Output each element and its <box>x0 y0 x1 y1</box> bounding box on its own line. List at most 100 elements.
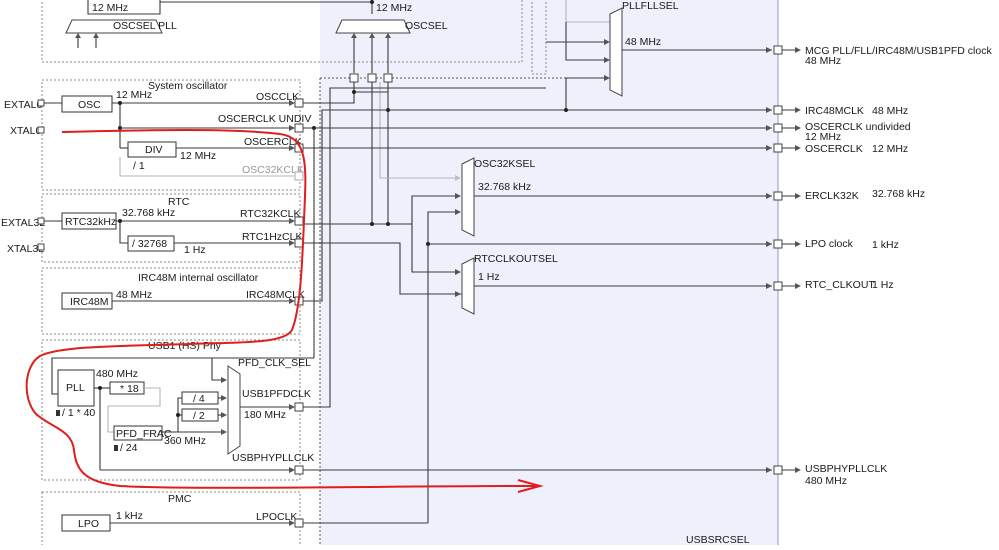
arrow <box>795 241 801 247</box>
arrow <box>795 107 801 113</box>
out-erclk32k-freq: 32.768 kHz <box>872 188 925 200</box>
arrow <box>289 298 295 304</box>
arrow <box>795 283 801 289</box>
rtc32k-block-label: RTC32kHz <box>65 216 116 228</box>
red-annotation-path <box>25 129 541 489</box>
div-block <box>127 141 177 158</box>
sel-box-2 <box>367 73 377 83</box>
arrow <box>766 145 772 151</box>
arrow <box>766 193 772 199</box>
out-usbphypllclk-freq: 480 MHz <box>805 475 847 487</box>
mul18-label: * 18 <box>120 383 139 395</box>
irc48m-title: IRC48M internal oscillator <box>138 272 259 284</box>
usb-phy-title: USB1 (HS) Phy <box>148 340 222 352</box>
pfd-clk-sel-label: PFD_CLK_SEL <box>238 357 311 369</box>
mcg-output-pin <box>773 45 783 55</box>
top-12mhz-right: 12 MHz <box>376 2 412 14</box>
pllfll-in-b <box>565 22 608 61</box>
arrow <box>455 291 461 297</box>
osc32kclk-wire <box>119 157 294 177</box>
usb-oscclk-feed <box>51 357 314 395</box>
div-freq: 12 MHz <box>180 150 216 162</box>
arrow <box>289 467 295 473</box>
arrow <box>93 33 99 38</box>
arrow <box>766 47 772 53</box>
usbsrcsel-label: USBSRCSEL <box>686 534 750 545</box>
div2-label: / 2 <box>193 410 205 422</box>
irc48mclk-label: IRC48MCLK <box>246 289 305 301</box>
junction <box>176 413 180 417</box>
irc48m-freq: 48 MHz <box>116 289 152 301</box>
rtc-title: RTC <box>168 196 190 208</box>
oscsel-mux <box>335 19 411 34</box>
pfd-clk-sel-mux <box>227 365 241 455</box>
pll-div: / 1 * 40 <box>62 407 95 419</box>
oscerclk-undiv-label: OSCERCLK UNDIV <box>218 113 311 125</box>
out-usbphypllclk-pin <box>773 465 783 475</box>
mul18-out <box>107 387 161 433</box>
junction <box>386 222 390 226</box>
out-mcg-label: MCG PLL/FLL/IRC48M/USB1PFD clock <box>805 45 992 57</box>
pfd-frac-label: PFD_FRAC <box>116 428 172 440</box>
pllfllsel-freq: 48 MHz <box>625 36 661 48</box>
arrow <box>289 218 295 224</box>
usb1pfd-route <box>303 87 546 408</box>
osc32ksel-mux <box>461 157 475 237</box>
pll-block-label: PLL <box>66 382 85 394</box>
lpoclk-label: LPOCLK <box>256 511 297 523</box>
junction-top <box>370 0 374 4</box>
out-oscerclk-undiv-freq: 12 MHz <box>805 131 841 143</box>
pll-freq: 480 MHz <box>96 368 138 380</box>
arrow <box>795 47 801 53</box>
red-arrowhead <box>517 479 544 493</box>
pllfllsel-mux <box>609 7 623 97</box>
xtal0-pin <box>37 126 45 134</box>
oscclk-route <box>303 92 355 104</box>
extal0-pin <box>37 99 45 107</box>
arrow <box>795 193 801 199</box>
rtcclkoutsel-freq: 1 Hz <box>478 271 500 283</box>
extal32-pin <box>37 217 45 225</box>
osc32k-in-b <box>411 195 460 224</box>
out-lpo-pin <box>773 239 783 249</box>
out-oscerclk-label: OSCERCLK <box>805 143 863 155</box>
pmc-title: PMC <box>168 493 192 505</box>
arrow <box>289 125 295 131</box>
junction <box>370 222 374 226</box>
arrow <box>369 33 375 38</box>
arrow <box>604 57 610 63</box>
div-ratio: / 1 <box>133 160 145 172</box>
pfd-sel-feed <box>211 358 226 381</box>
oscclk-pin <box>294 98 304 108</box>
arrow <box>351 33 357 38</box>
rtc32kclk-pin <box>294 216 304 226</box>
irc48m-block-label: IRC48M <box>70 296 109 308</box>
rtc1hzclk-label: RTC1HzCLK <box>242 231 303 243</box>
irc48mclk-route <box>303 109 388 302</box>
div-block-label: DIV <box>145 144 163 156</box>
oscsel-pll-label: OSCSEL PLL <box>113 20 177 32</box>
usb1pfd-freq: 180 MHz <box>244 409 286 421</box>
arrow <box>289 404 295 410</box>
pfd-div-label: / 24 <box>120 442 138 454</box>
arrow <box>221 412 227 418</box>
osc32ksel-label: OSC32KSEL <box>474 158 535 170</box>
out-lpo-label: LPO clock <box>805 238 854 250</box>
div4-label: / 4 <box>193 393 205 405</box>
out-irc48mclk-label: IRC48MCLK <box>805 105 864 117</box>
arrow <box>289 100 295 106</box>
out-rtc-clkout-pin <box>773 281 783 291</box>
system-oscillator-section <box>41 79 301 191</box>
osc32kclk-label: OSC32KCLK <box>242 164 304 176</box>
usbphypllclk-label: USBPHYPLLCLK <box>232 452 314 464</box>
arrow <box>455 175 461 181</box>
arrow <box>766 467 772 473</box>
usbphypllclk-pin <box>294 465 304 475</box>
arrow <box>604 39 610 45</box>
out-irc48mclk-freq: 48 MHz <box>872 105 908 117</box>
oscerclk-label: OSCERCLK <box>244 136 302 148</box>
pfd-lock-icon <box>114 445 118 451</box>
rtc32k-freq: 32.768 kHz <box>122 207 175 219</box>
pfd-frac-block <box>113 425 163 441</box>
rtc1hzclk-pin <box>294 238 304 248</box>
